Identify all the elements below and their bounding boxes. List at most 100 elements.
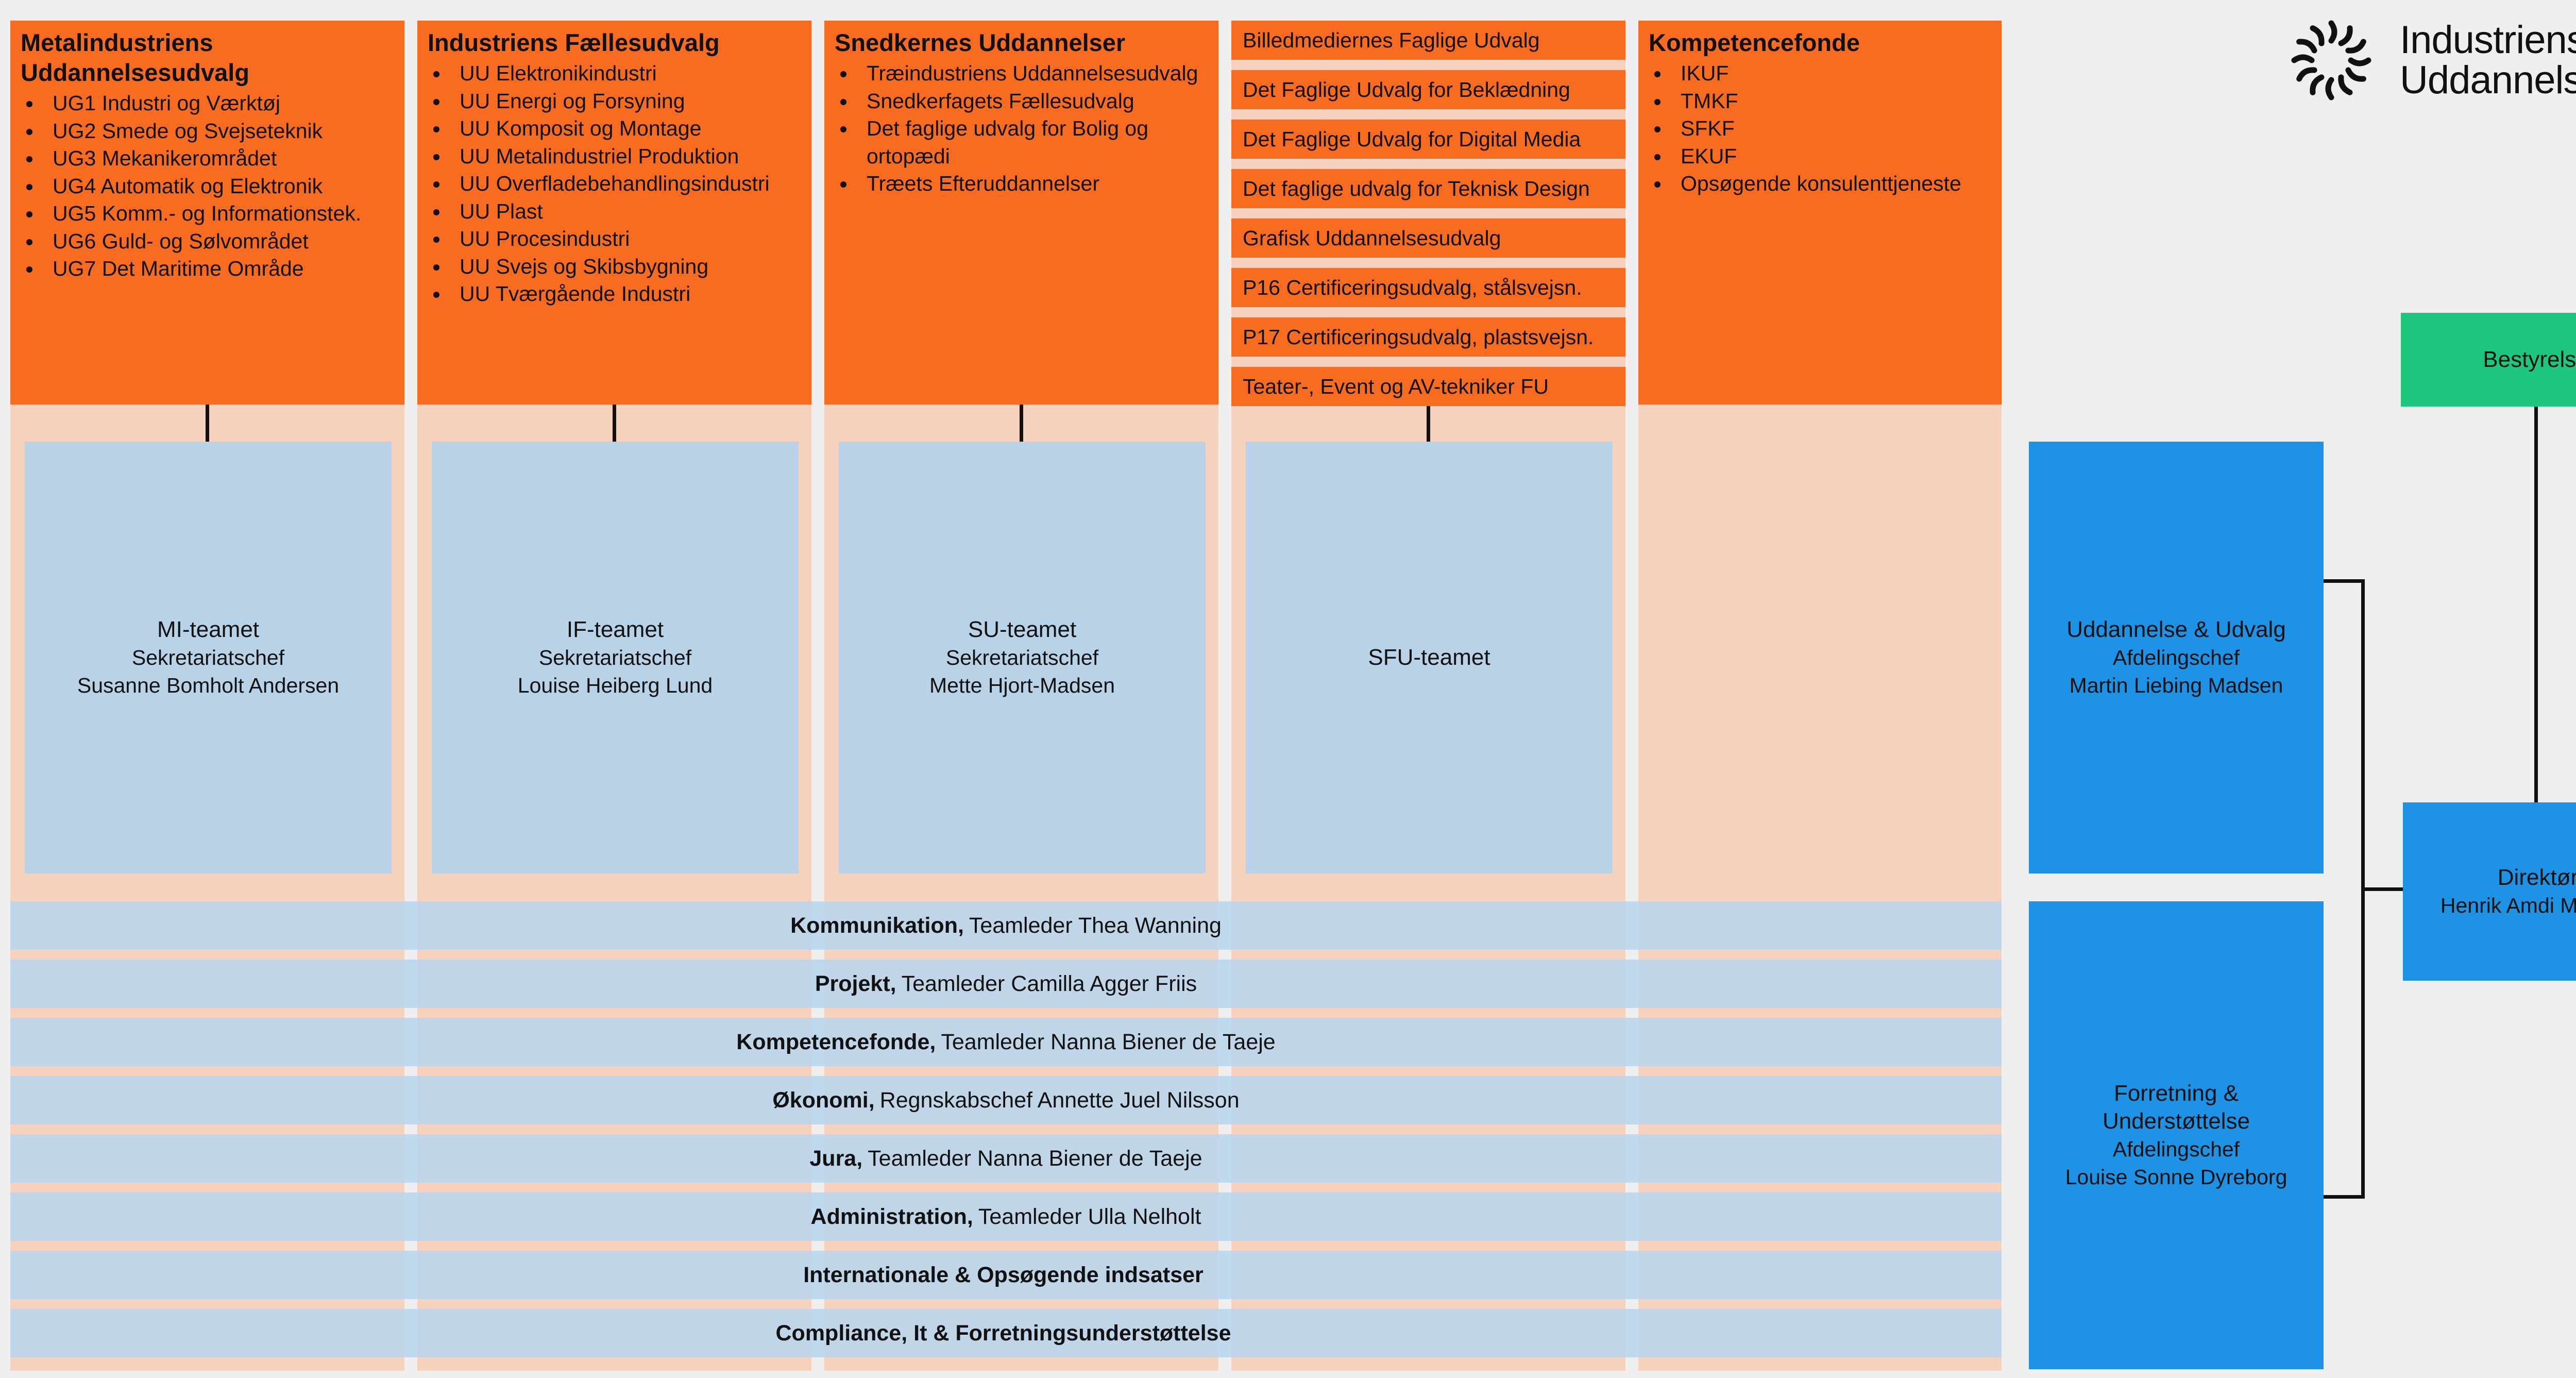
connector-line [2324,579,2365,583]
list-item: EKUF [1670,143,1991,171]
team-role: Sekretariatschef [538,646,692,669]
band-lead: Teamleder Thea Wanning [969,913,1222,938]
connector-line [2534,407,2538,802]
list-item: UG2 Smede og Svejseteknik [42,117,394,145]
sfu-committee-item: Teater-, Event og AV-tekniker FU [1231,367,1625,406]
connector-line [2324,1195,2365,1199]
list-item: UG7 Det Maritime Område [42,255,394,283]
support-band: Administration,Teamleder Ulla Nelholt [10,1192,2002,1241]
sfu-committee-item: P17 Certificeringsudvalg, plastsvejsn. [1231,317,1625,357]
list-item: UG3 Mekanikerområdet [42,145,394,173]
list-item: UU Svejs og Skibsbygning [449,253,801,281]
team-person: Susanne Bomholt Andersen [77,674,340,697]
band-unit: Jura, [809,1146,863,1171]
support-band: Kommunikation,Teamleder Thea Wanning [10,901,2002,950]
band-lead: Teamleder Nanna Biener de Taeje [868,1146,1202,1171]
list-item: IKUF [1670,60,1991,88]
band-unit: Projekt, [815,971,896,996]
support-band: Økonomi,Regnskabschef Annette Juel Nilss… [10,1076,2002,1124]
committee-list: Træindustriens Uddannelsesudvalg Snedker… [835,60,1208,198]
support-band: Compliance, It & Forretningsunderstøttel… [10,1309,2002,1357]
brand-logo: Industriens Uddannelser [2287,13,2576,106]
committee-box-mi: Metalindustriens Uddannelsesudvalg UG1 I… [10,21,404,405]
list-item: UU Plast [449,198,801,226]
department-person: Louise Sonne Dyreborg [2065,1165,2287,1189]
team-name: SFU-teamet [1368,645,1490,670]
director-person: Henrik Amdi Madsen [2440,894,2576,917]
department-box-education: Uddannelse & Udvalg Afdelingschef Martin… [2029,442,2324,873]
committee-title: Kompetencefonde [1649,29,1860,56]
band-unit: Internationale & Opsøgende indsatser [803,1262,1204,1287]
list-item: UU Metalindustriel Produktion [449,143,801,171]
sfu-committee-item: Billedmediernes Faglige Udvalg [1231,21,1625,60]
band-unit: Økonomi, [772,1087,875,1113]
sunburst-logo-icon [2291,20,2371,100]
committee-box-kf: Kompetencefonde IKUF TMKF SFKF EKUF Opsø… [1638,21,2002,405]
list-item: SFKF [1670,115,1991,143]
list-item: UU Overfladebehandlingsindustri [449,170,801,198]
team-box-mi: MI-teamet Sekretariatschef Susanne Bomho… [25,442,392,873]
sfu-committee-item: Det faglige udvalg for Teknisk Design [1231,169,1625,208]
sfu-committee-item: P16 Certificeringsudvalg, stålsvejsn. [1231,268,1625,307]
list-item: Snedkerfagets Fællesudvalg [856,88,1208,115]
logo-line-1: Industriens [2400,18,2576,62]
list-item: UG5 Komm.- og Informationstek. [42,200,394,228]
band-unit: Kommunikation, [790,913,964,938]
director-title: Direktør [2497,865,2576,890]
team-box-sfu: SFU-teamet [1246,442,1613,873]
team-name: SU-teamet [968,617,1077,642]
logo-line-2: Uddannelser [2400,58,2576,102]
team-person: Mette Hjort-Madsen [929,674,1115,697]
department-name: Uddannelse & Udvalg [2066,617,2286,642]
list-item: Træindustriens Uddannelsesudvalg [856,60,1208,88]
band-lead: Teamleder Nanna Biener de Taeje [941,1029,1276,1054]
committee-title: Metalindustriens Uddannelsesudvalg [21,29,249,86]
list-item: Opsøgende konsulenttjeneste [1670,170,1991,198]
list-item: TMKF [1670,88,1991,115]
band-lead: Regnskabschef Annette Juel Nilsson [879,1087,1240,1113]
list-item: UU Energi og Forsyning [449,88,801,115]
connector-line [613,405,616,442]
board-box: Bestyrelse [2401,313,2576,407]
committee-list: UG1 Industri og Værktøj UG2 Smede og Sve… [21,90,394,283]
connector-line [1020,405,1023,442]
team-box-if: IF-teamet Sekretariatschef Louise Heiber… [432,442,799,873]
sfu-committee-item: Grafisk Uddannelsesudvalg [1231,219,1625,258]
list-item: UG4 Automatik og Elektronik [42,173,394,200]
team-role: Sekretariatschef [131,646,285,669]
support-band: Jura,Teamleder Nanna Biener de Taeje [10,1134,2002,1183]
support-band: Kompetencefonde,Teamleder Nanna Biener d… [10,1018,2002,1066]
list-item: UU Procesindustri [449,225,801,253]
list-item: UU Komposit og Montage [449,115,801,143]
band-lead: Teamleder Camilla Agger Friis [901,971,1197,996]
list-item: UU Elektronikindustri [449,60,801,88]
committee-box-su: Snedkernes Uddannelser Træindustriens Ud… [824,21,1218,405]
committee-box-if: Industriens Fællesudvalg UU Elektronikin… [417,21,811,405]
list-item: UU Tværgående Industri [449,280,801,308]
band-unit: Kompetencefonde, [736,1029,936,1054]
band-lead: Teamleder Ulla Nelholt [978,1204,1201,1229]
connector-line [2361,887,2403,891]
director-box: Direktør Henrik Amdi Madsen [2403,802,2576,981]
committee-list: IKUF TMKF SFKF EKUF Opsøgende konsulentt… [1649,60,1991,198]
team-name: IF-teamet [566,617,664,642]
committee-list: UU Elektronikindustri UU Energi og Forsy… [428,60,801,308]
team-role: Sekretariatschef [945,646,1099,669]
team-name: MI-teamet [157,617,260,642]
sfu-committee-item: Det Faglige Udvalg for Beklædning [1231,70,1625,109]
connector-line [206,405,209,442]
band-unit: Administration, [810,1204,973,1229]
board-label: Bestyrelse [2483,347,2576,372]
list-item: Træets Efteruddannelser [856,170,1208,198]
list-item: UG1 Industri og Værktøj [42,90,394,117]
department-role: Afdelingschef [2112,646,2240,669]
committee-title: Snedkernes Uddannelser [835,29,1126,56]
department-role: Afdelingschef [2112,1137,2240,1161]
sfu-committee-item: Det Faglige Udvalg for Digital Media [1231,120,1625,159]
support-band: Projekt,Teamleder Camilla Agger Friis [10,960,2002,1008]
department-name: Forretning & Understøttelse [2102,1081,2250,1134]
band-unit: Compliance, It & Forretningsunderstøttel… [775,1320,1231,1346]
support-band: Internationale & Opsøgende indsatser [10,1251,2002,1299]
department-box-business: Forretning & Understøttelse Afdelingsche… [2029,901,2324,1369]
list-item: Det faglige udvalg for Bolig og ortopædi [856,115,1208,170]
